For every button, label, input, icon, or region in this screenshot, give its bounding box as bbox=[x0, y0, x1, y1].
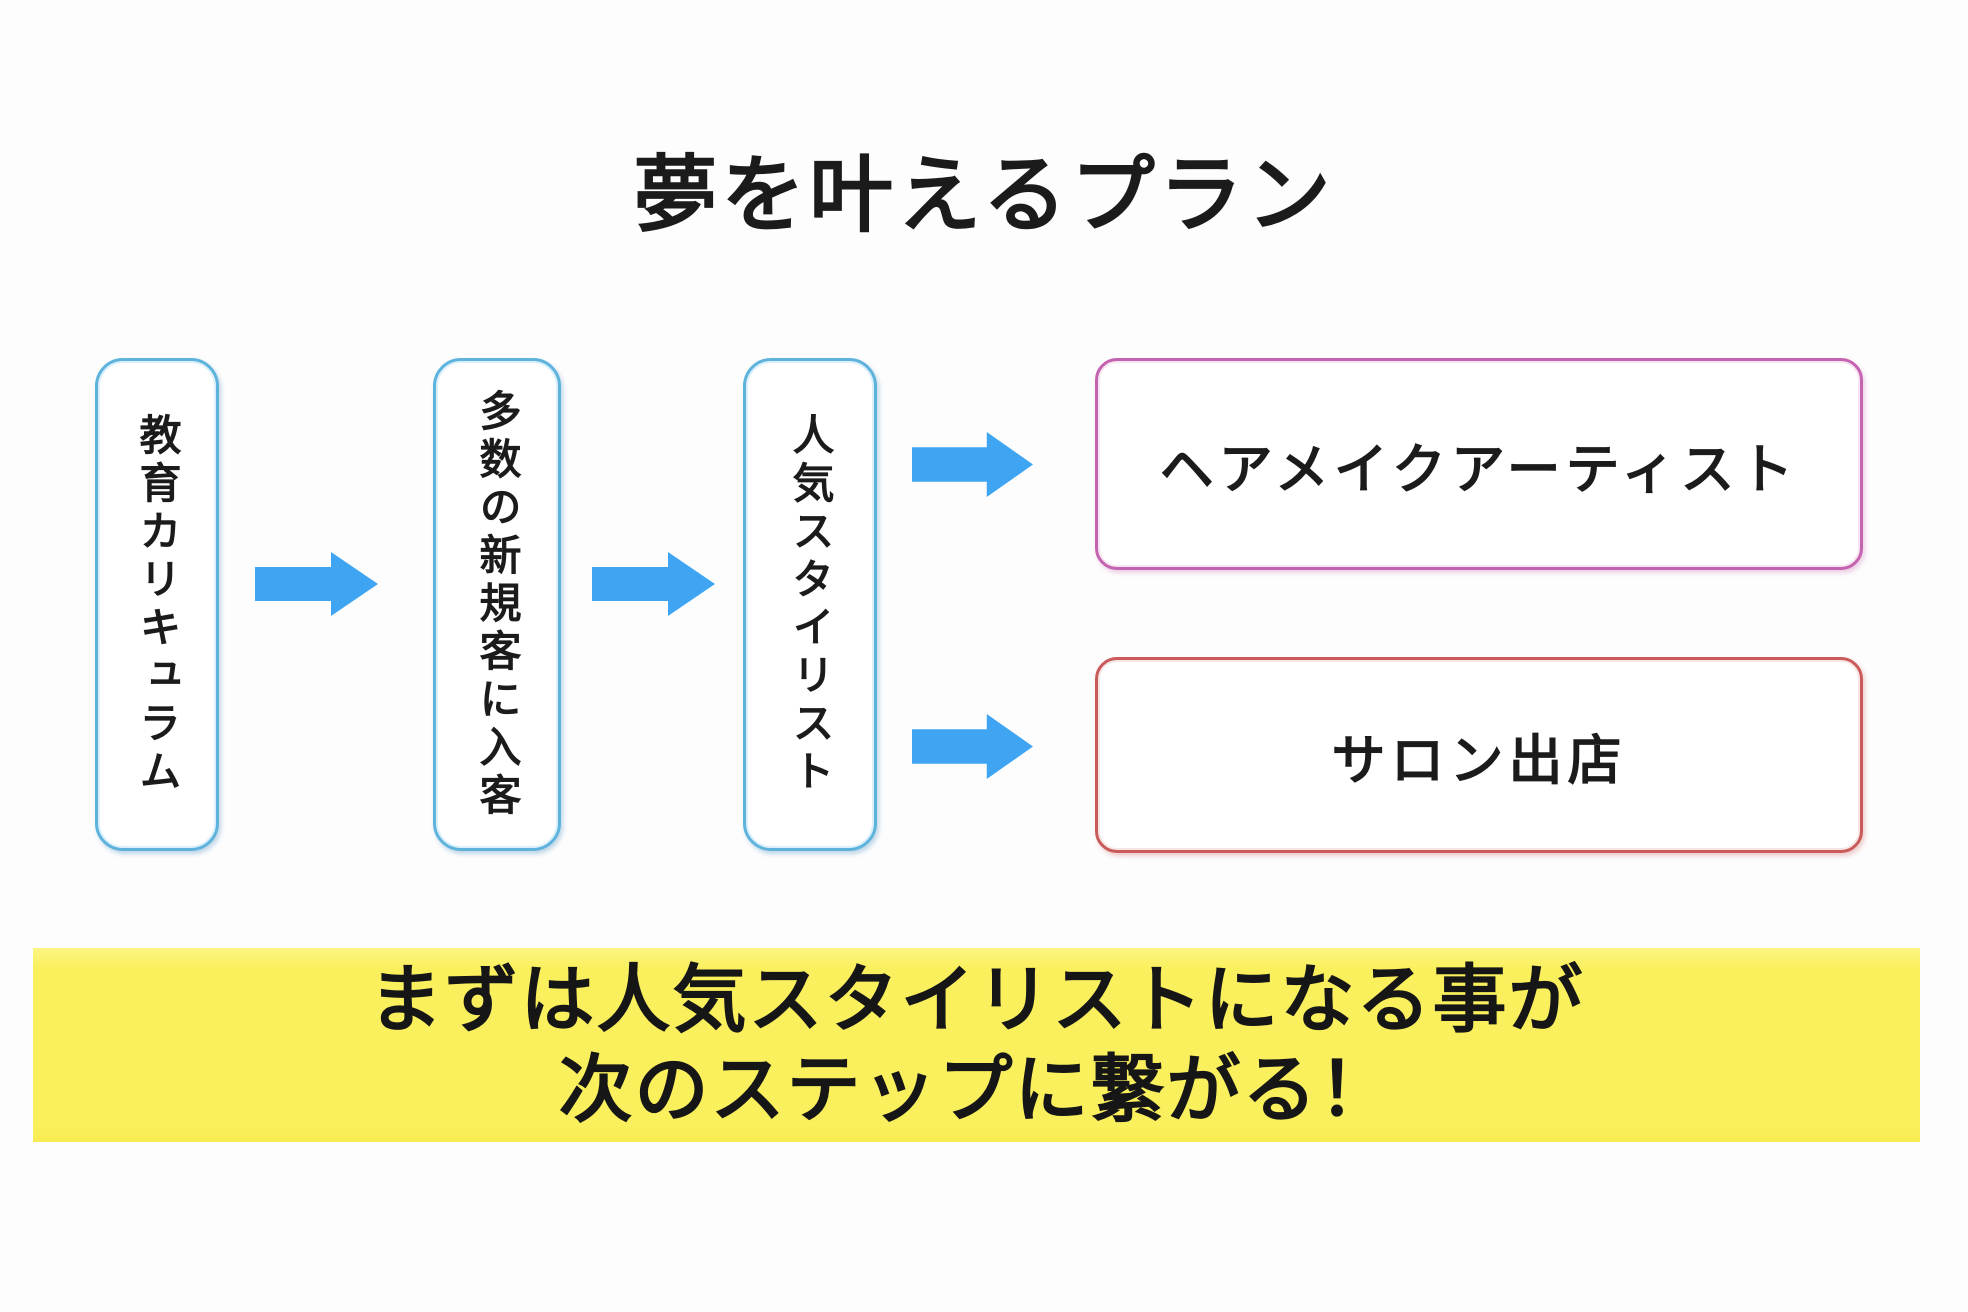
highlight-banner: まずは人気スタイリストになる事が 次のステップに繋がる！ bbox=[33, 948, 1920, 1142]
banner-line-1: まずは人気スタイリストになる事が bbox=[368, 956, 1585, 1043]
step-box-popular-stylist: 人気スタイリスト bbox=[743, 358, 877, 851]
step-label-curriculum: 教育カリキュラム bbox=[133, 412, 182, 797]
outcome-label-salon-opening: サロン出店 bbox=[1331, 728, 1627, 792]
right-arrow-icon bbox=[912, 714, 1033, 779]
right-arrow-icon bbox=[912, 432, 1033, 497]
outcome-box-salon-opening: サロン出店 bbox=[1095, 657, 1863, 853]
step-box-new-customers: 多数の新規客に入客 bbox=[433, 358, 561, 851]
outcome-label-hairmake-artist: ヘアメイクアーティスト bbox=[1159, 437, 1799, 501]
right-arrow-icon bbox=[255, 552, 378, 616]
right-arrow-icon bbox=[592, 552, 715, 616]
outcome-box-hairmake-artist: ヘアメイクアーティスト bbox=[1095, 358, 1863, 570]
step-box-curriculum: 教育カリキュラム bbox=[95, 358, 219, 851]
page-title: 夢を叶えるプラン bbox=[633, 146, 1335, 244]
step-label-new-customers: 多数の新規客に入客 bbox=[473, 388, 522, 821]
step-label-popular-stylist: 人気スタイリスト bbox=[786, 412, 835, 797]
banner-line-2: 次のステップに繋がる！ bbox=[558, 1047, 1395, 1133]
